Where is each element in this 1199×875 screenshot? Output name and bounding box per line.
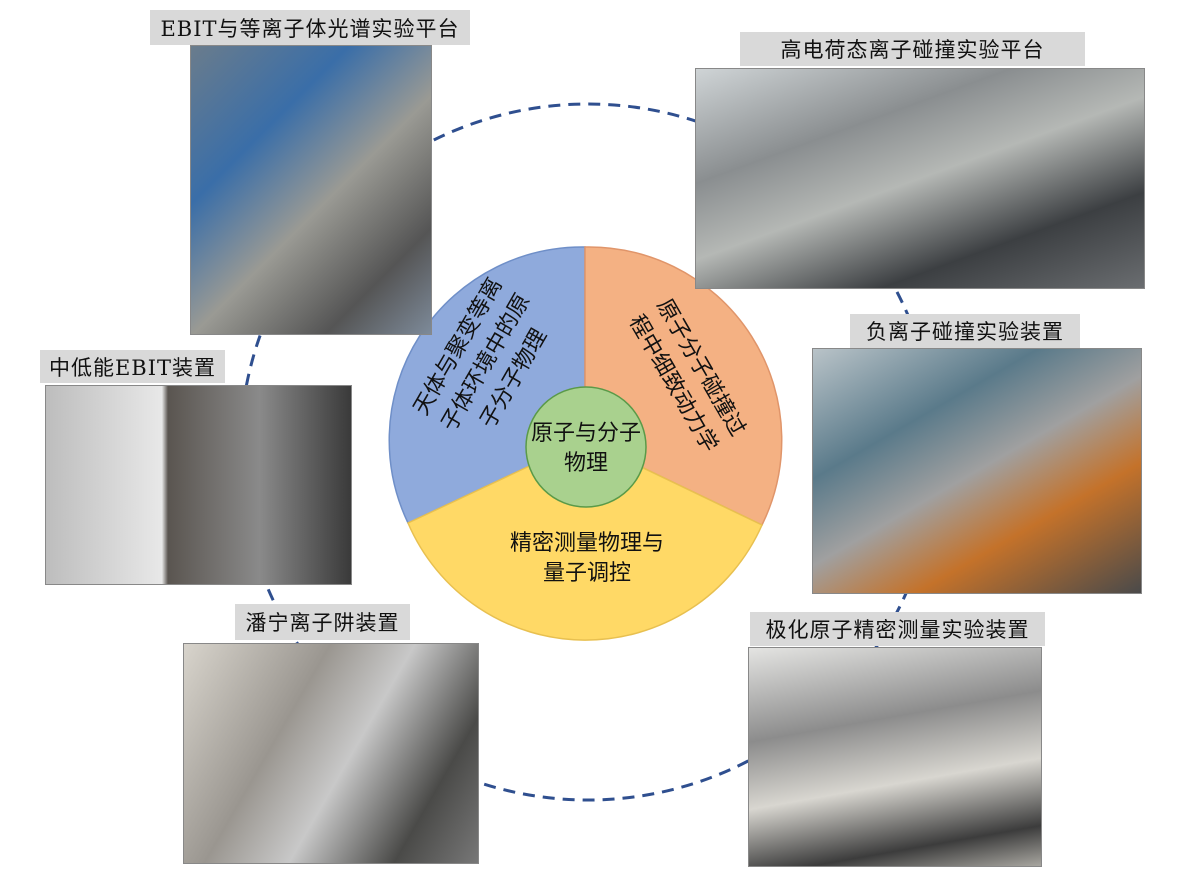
platform-label: 潘宁离子阱装置 xyxy=(235,604,410,640)
photo-polarized-atom-precision xyxy=(748,647,1042,867)
platform-label: 高电荷态离子碰撞实验平台 xyxy=(740,32,1085,66)
platform-label: 中低能EBIT装置 xyxy=(40,350,225,383)
photo-ebit-plasma-spectroscopy xyxy=(190,45,432,335)
sector-text-line: 量子调控 xyxy=(543,561,631,586)
photo-hci-collision xyxy=(695,68,1145,289)
center-pie: 天体与聚变等离 子体环境中的原 子分子物理 原子分子碰撞过 程中细致动力学 精密… xyxy=(388,246,783,641)
photo-penning-trap xyxy=(183,643,479,864)
core-label: 物理 xyxy=(564,451,608,476)
photo-negative-ion-collision xyxy=(812,348,1142,594)
sector-text-line: 精密测量物理与 xyxy=(510,531,664,556)
platform-label: EBIT与等离子体光谱实验平台 xyxy=(150,10,470,45)
platform-label: 负离子碰撞实验装置 xyxy=(850,314,1080,348)
core-circle xyxy=(525,386,647,508)
platform-label: 极化原子精密测量实验装置 xyxy=(750,612,1045,646)
core-label: 原子与分子 xyxy=(531,421,641,446)
photo-low-energy-ebit xyxy=(45,385,352,585)
sector-precision-measurement xyxy=(407,439,763,641)
